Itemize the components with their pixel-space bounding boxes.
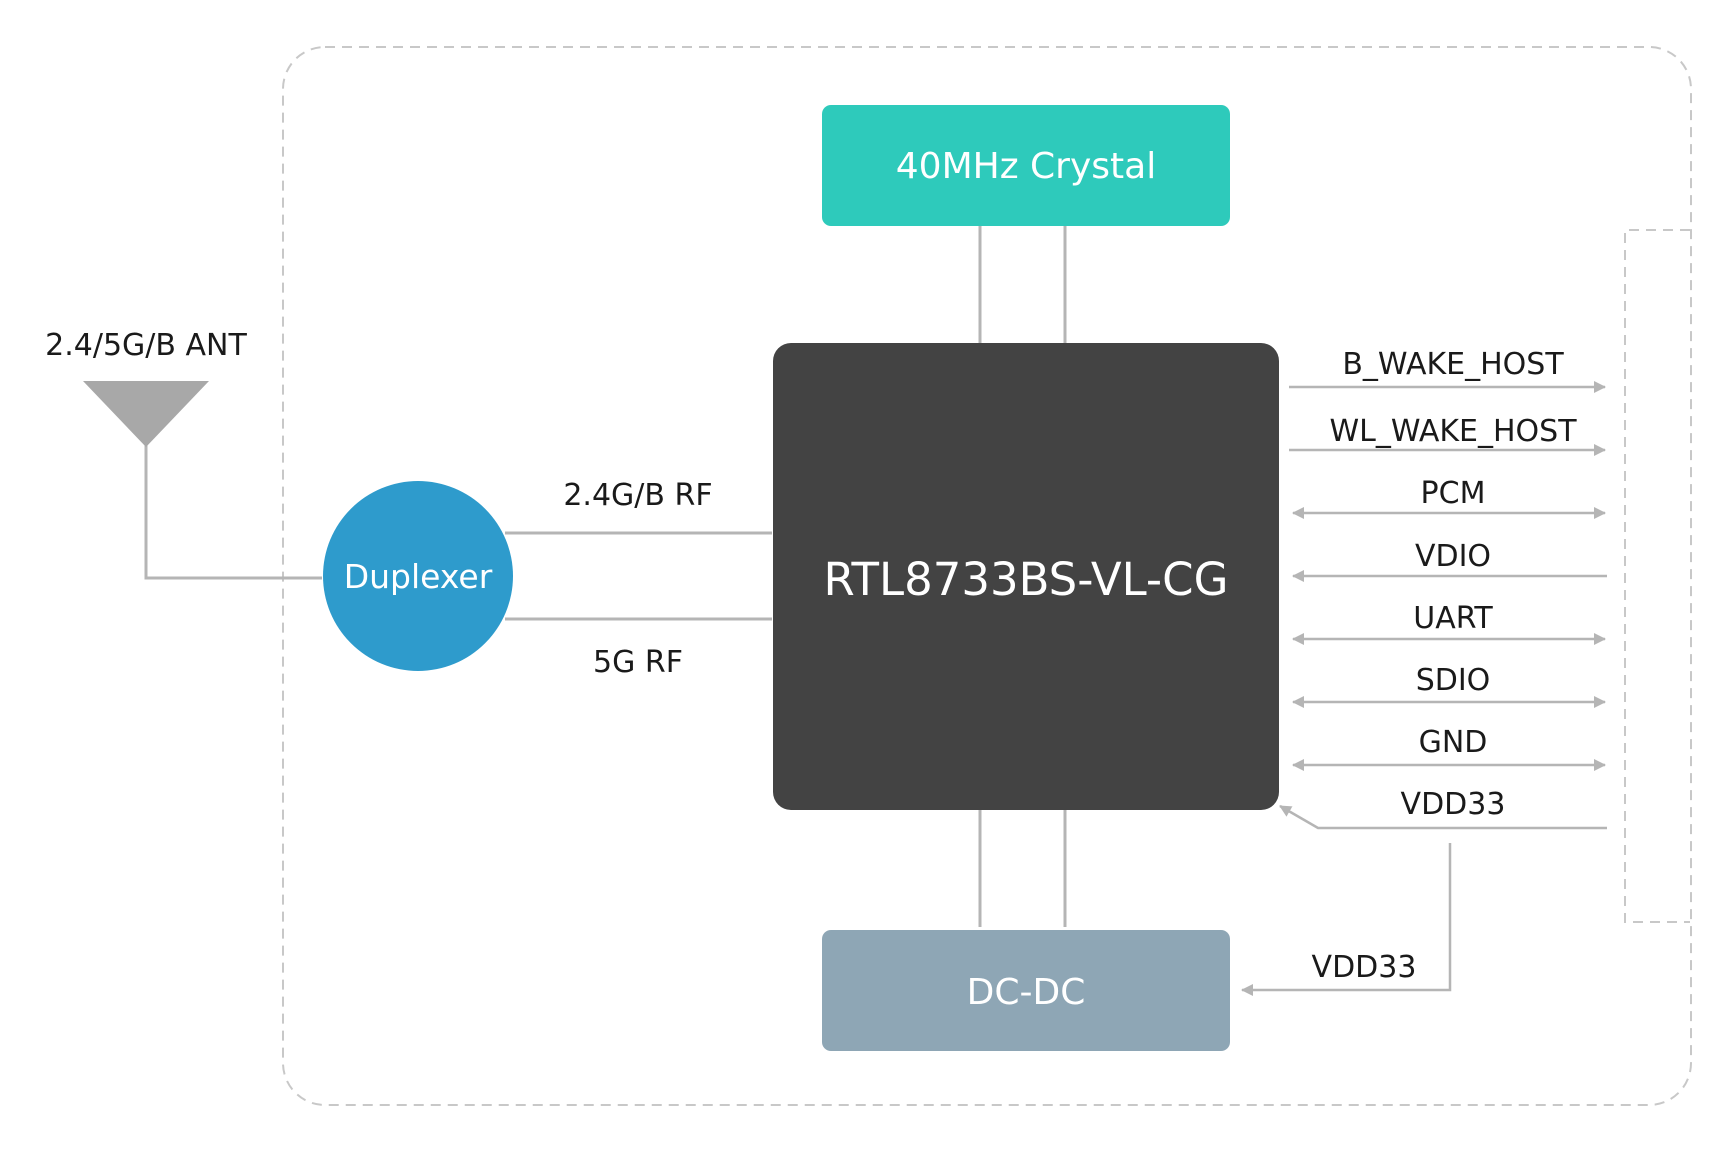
duplexer-node: [323, 481, 513, 671]
dcdc-supply-line: [1241, 843, 1452, 996]
connections: [144, 226, 1067, 927]
signal-label-vdd33: VDD33: [1401, 787, 1506, 822]
dcdc-label: DC-DC: [967, 972, 1086, 1013]
crystal-label: 40MHz Crystal: [896, 146, 1156, 187]
signal-label-uart: UART: [1413, 601, 1493, 636]
module-boundary: [282, 46, 1692, 1106]
signal-label-gnd: GND: [1419, 725, 1488, 760]
signal-label-wl-wake-host: WL_WAKE_HOST: [1329, 414, 1577, 449]
rf-label-5g: 5G RF: [593, 645, 683, 680]
dcdc-block: [822, 930, 1230, 1051]
antenna-icon: [83, 381, 209, 447]
duplexer-label: Duplexer: [344, 557, 493, 596]
signal-label-pcm: PCM: [1421, 476, 1486, 511]
chip-block: [773, 343, 1279, 810]
antenna-label: 2.4/5G/B ANT: [45, 328, 247, 363]
dcdc-supply-label: VDD33: [1312, 950, 1417, 985]
rf-label-2g: 2.4G/B RF: [563, 478, 712, 513]
antenna-feed-line: [144, 445, 322, 580]
signal-label-vdio: VDIO: [1415, 539, 1491, 574]
host-interface-boundary: [1624, 229, 1690, 923]
signal-label-sdio: SDIO: [1416, 663, 1491, 698]
signal-lines: [1241, 381, 1607, 996]
signal-labels: B_WAKE_HOST WL_WAKE_HOST PCM VDIO UART S…: [1329, 347, 1577, 822]
crystal-block: [822, 105, 1230, 226]
signal-label-b-wake-host: B_WAKE_HOST: [1342, 347, 1564, 382]
chip-label: RTL8733BS-VL-CG: [824, 553, 1229, 606]
signal-line-vdd33: [1279, 804, 1607, 830]
